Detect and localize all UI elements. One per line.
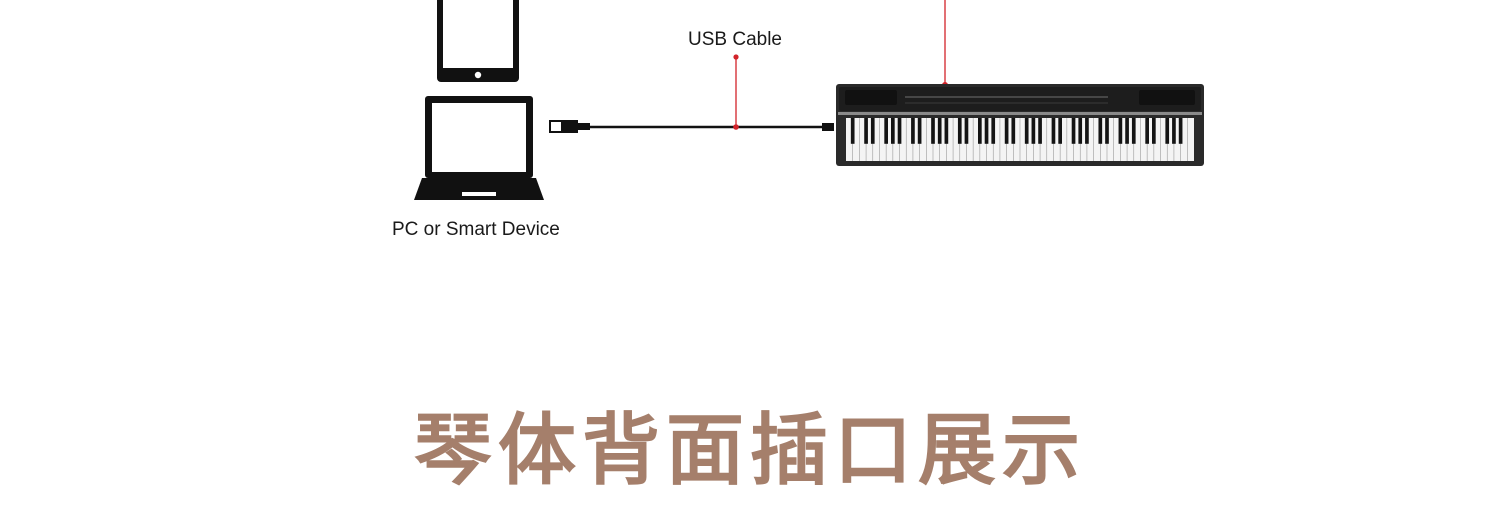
laptop-icon: [414, 96, 544, 200]
black-key: [1098, 118, 1103, 144]
black-key: [1024, 118, 1029, 144]
black-key: [1038, 118, 1042, 144]
black-key: [870, 118, 875, 144]
digital-piano-icon: [836, 84, 1204, 166]
black-key: [957, 118, 962, 144]
black-key: [850, 118, 855, 144]
tablet-icon: [437, 0, 519, 82]
black-key: [1031, 118, 1036, 144]
usb-plug-icon: [549, 120, 590, 133]
black-key: [1071, 118, 1076, 144]
black-key: [1118, 118, 1123, 144]
black-key: [1131, 118, 1136, 144]
black-key: [884, 118, 888, 144]
black-key: [891, 118, 895, 144]
black-key: [917, 118, 922, 144]
black-key: [1125, 118, 1129, 144]
black-key: [1145, 118, 1149, 144]
usb-cable-label: USB Cable: [688, 29, 782, 50]
black-key: [937, 118, 942, 144]
black-key: [1078, 118, 1083, 144]
black-key: [1152, 118, 1156, 144]
black-key: [978, 118, 982, 144]
black-key: [1058, 118, 1062, 144]
black-key: [864, 118, 868, 144]
piano-port-pointer: [942, 0, 948, 88]
device-label: PC or Smart Device: [392, 219, 560, 240]
black-key: [1105, 118, 1109, 144]
black-key: [944, 118, 949, 144]
black-key: [964, 118, 969, 144]
black-key: [897, 118, 902, 144]
black-key: [984, 118, 989, 144]
black-key: [1011, 118, 1016, 144]
black-key: [1178, 118, 1183, 144]
page-heading: 琴体背面插口展示: [413, 406, 1086, 496]
black-key: [931, 118, 935, 144]
black-key: [1085, 118, 1089, 144]
black-key: [911, 118, 915, 144]
black-key: [1051, 118, 1056, 144]
black-key: [991, 118, 996, 144]
black-key: [1165, 118, 1170, 144]
black-key: [1004, 118, 1009, 144]
usb-label-pointer: [733, 54, 739, 130]
black-key: [1172, 118, 1176, 144]
